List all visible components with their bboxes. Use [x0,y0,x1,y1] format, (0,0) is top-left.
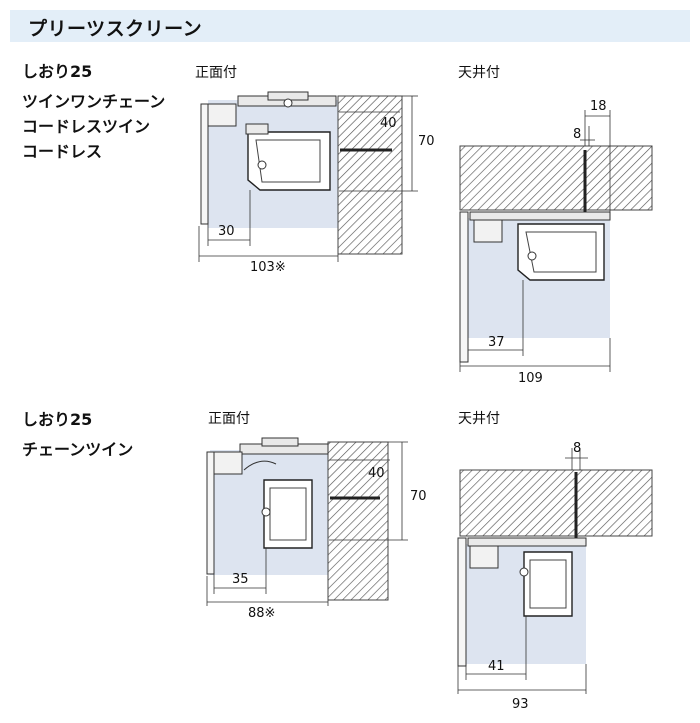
ceiling-mount-label-2: 天井付 [458,411,500,427]
variant-1-3: コードレス [22,142,103,161]
screw-head-icon [257,160,267,170]
screw-head-icon [519,567,529,577]
ceiling [459,469,653,537]
dim-88: 88※ [248,606,275,621]
dim-35: 35 [232,572,249,587]
ceiling [459,145,653,211]
mount-bracket [469,211,611,221]
dim-8: 8 [573,441,581,456]
dim-70: 70 [410,489,427,504]
dim-8: 8 [573,127,581,142]
front-panel [200,103,209,225]
dim-30: 30 [218,224,235,239]
screw-head-icon [261,507,271,517]
dim-41: 41 [488,659,505,674]
front-mount-diagram-1: 40 70 30 103※ [198,91,435,275]
dim-103: 103※ [250,260,286,275]
variant-1-1: ツインワンチェーン [22,92,166,111]
dim-37: 37 [488,335,505,350]
model-name-1: しおり25 [22,62,93,81]
dim-40: 40 [380,116,397,131]
dim-93: 93 [512,697,529,712]
variant-1-2: コードレスツイン [22,117,151,136]
model-name-2: しおり25 [22,410,93,429]
dim-109: 109 [518,371,543,386]
ceiling-mount-label-1: 天井付 [458,65,500,81]
wall [337,95,403,255]
front-panel [459,211,469,363]
page-title: プリーツスクリーン [28,18,203,40]
mount-bracket [467,537,587,547]
header-bar: プリーツスクリーン [10,10,690,42]
variant-2-1: チェーンツイン [22,440,134,459]
ceiling-mount-diagram-1: 18 8 37 109 [459,99,653,386]
front-panel [206,451,215,575]
front-panel [457,537,467,667]
wall [327,441,389,601]
front-mount-label-1: 正面付 [195,65,237,81]
ceiling-mount-diagram-2: 8 41 93 [457,441,653,712]
front-mount-diagram-2: 40 70 35 88※ [206,437,427,621]
screw-head-icon [527,251,537,261]
dim-40: 40 [368,466,385,481]
dim-70: 70 [418,134,435,149]
dim-18: 18 [590,99,607,114]
front-mount-label-2: 正面付 [208,411,250,427]
